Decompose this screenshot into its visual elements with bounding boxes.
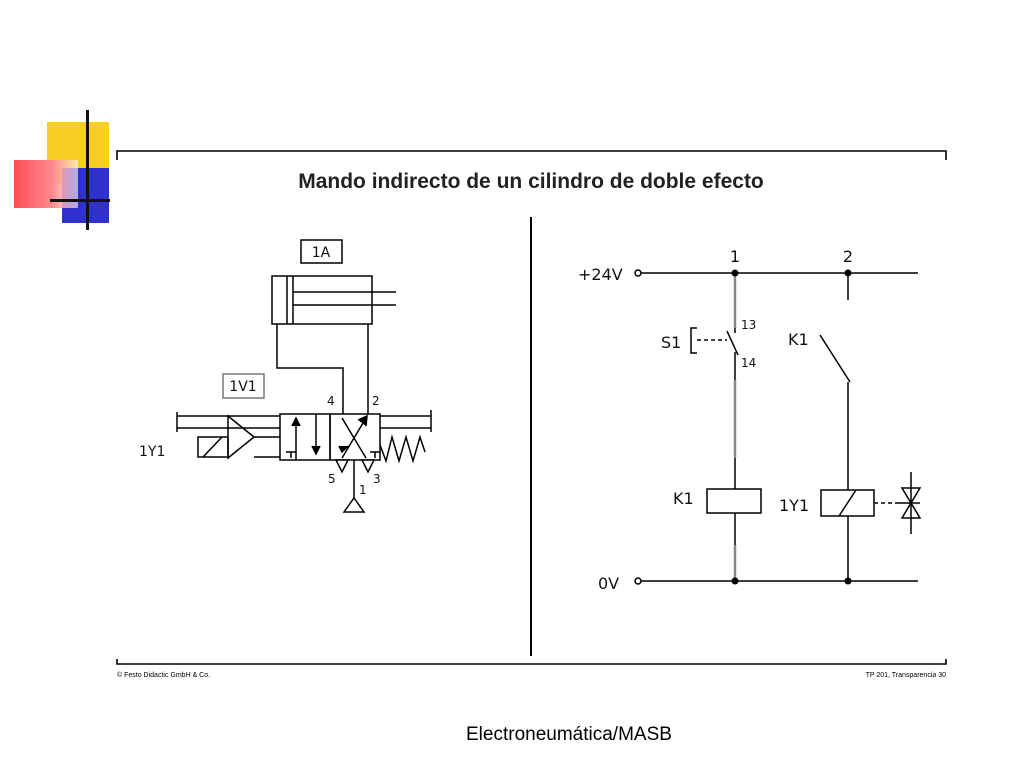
rail-positive-terminal	[634, 269, 642, 277]
solenoid-label-electric: 1Y1	[779, 496, 809, 515]
port-3-label: 3	[373, 472, 381, 486]
relay-contact-label: K1	[788, 330, 809, 349]
deco-vertical-line	[86, 110, 89, 230]
slide-caption: Electroneumática/MASB	[466, 724, 672, 745]
valve-label: 1V1	[229, 379, 256, 395]
slide-title: Mando indirecto de un cilindro de doble …	[298, 170, 764, 193]
path-1	[690, 273, 762, 581]
deco-horizontal-line	[50, 199, 110, 202]
contact-13-label: 13	[741, 318, 756, 332]
cylinder-1A	[271, 275, 396, 325]
port-1-label: 1	[359, 483, 367, 497]
port-5-label: 5	[328, 472, 336, 486]
cylinder-label: 1A	[312, 245, 331, 261]
valve-label-box	[222, 373, 265, 399]
junction-dots	[731, 269, 852, 585]
contact-14-label: 14	[741, 356, 756, 370]
port-2-label: 2	[372, 394, 380, 408]
tube-port-4	[276, 324, 344, 414]
switch-label: S1	[661, 333, 681, 352]
path-2	[819, 273, 922, 581]
frame-bottom	[116, 659, 947, 665]
valve-1V1	[176, 410, 432, 513]
relay-contact-K1	[819, 334, 851, 383]
rail-negative-terminal	[634, 577, 642, 585]
path-2-label: 2	[843, 247, 853, 266]
footer-reference: TP 201, Transparencia 30	[866, 672, 947, 679]
footer-copyright: © Festo Didactic GmbH & Co.	[117, 671, 210, 679]
electric-circuit	[634, 269, 922, 585]
solenoid-label-pneumatic: 1Y1	[139, 444, 165, 460]
frame-top	[116, 150, 947, 160]
supply-positive-label: +24V	[578, 265, 623, 284]
relay-coil-label: K1	[673, 489, 694, 508]
supply-negative-label: 0V	[598, 574, 619, 593]
cylinder-label-box	[300, 239, 343, 264]
pneumatic-circuit	[176, 239, 432, 513]
relay-coil-K1	[706, 488, 762, 514]
path-1-label: 1	[730, 247, 740, 266]
port-4-label: 4	[327, 394, 335, 408]
